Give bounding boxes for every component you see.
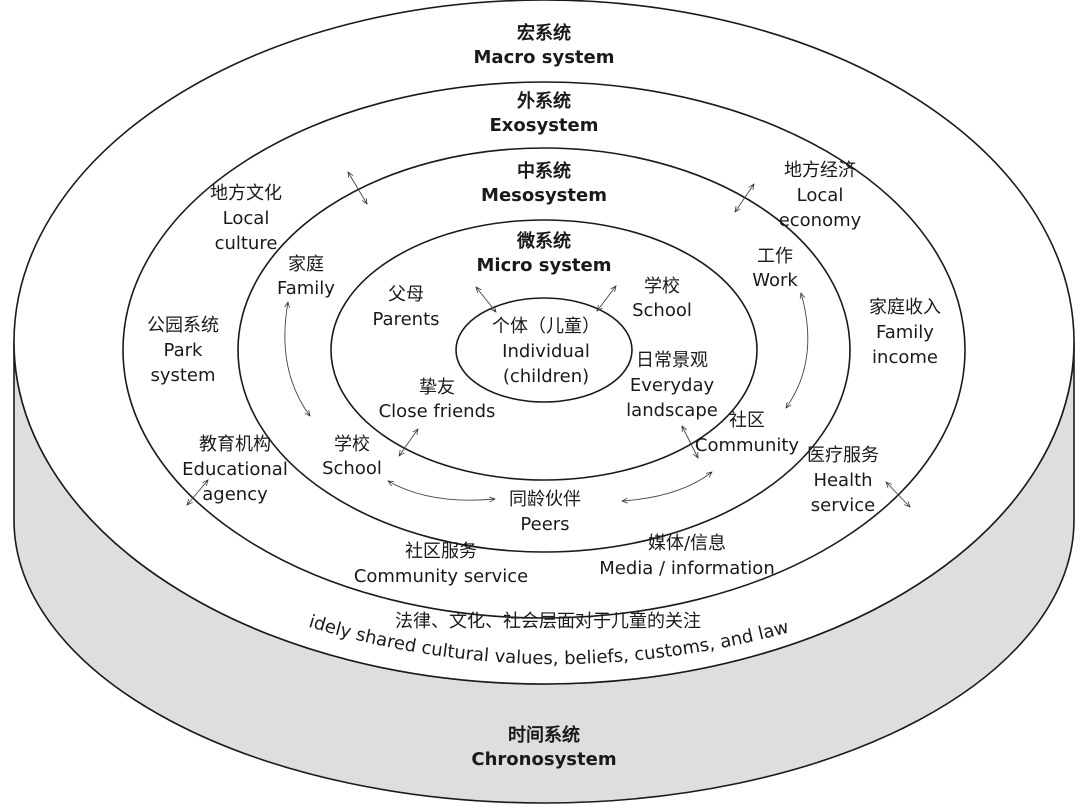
interaction-arrows [187, 172, 910, 507]
individual-label-en: Individual [502, 341, 590, 362]
meso-title-zh: 中系统 [517, 160, 571, 182]
community-label-zh: 社区 [729, 410, 765, 431]
arrow-landscape-community [682, 426, 698, 458]
micro-school-label-zh: 学校 [644, 276, 680, 297]
macro-system-ring [13, 0, 1075, 685]
arrow-economy-meso [735, 184, 754, 212]
community-label-en: Community [695, 435, 800, 456]
community-service-label-en: Community service [354, 566, 528, 587]
local-economy-label-zh: 地方经济 [784, 160, 856, 181]
work-label-en: Work [752, 270, 798, 291]
park-system-label-en: Park [164, 340, 203, 361]
arrow-peers-community [622, 472, 712, 501]
friends-label-en: Close friends [379, 401, 496, 422]
local-economy-label-en-2: economy [779, 210, 862, 231]
exo-title-zh: 外系统 [517, 90, 571, 112]
mesosystem-ring [237, 147, 851, 553]
health-label-en: Health [813, 470, 872, 491]
meso-school-label-en: School [322, 458, 382, 479]
family-income-label-zh: 家庭收入 [869, 297, 941, 318]
peers-label-zh: 同龄伙伴 [509, 489, 581, 510]
arrow-macro-meso-left [348, 172, 367, 204]
work-label-zh: 工作 [757, 246, 793, 267]
exo-title-en: Exosystem [489, 115, 598, 136]
education-label-en-2: agency [202, 484, 268, 505]
individual-ring [455, 297, 633, 403]
family-label-zh: 家庭 [288, 254, 324, 275]
family-income-label-en-2: income [872, 347, 938, 368]
macro-title-zh: 宏系统 [517, 22, 571, 44]
local-economy-label-en: Local [797, 185, 844, 206]
local-culture-label-zh: 地方文化 [210, 183, 282, 204]
landscape-label-en: Everyday [630, 375, 715, 396]
park-system-label-zh: 公园系统 [147, 315, 219, 336]
meso-title-en: Mesosystem [481, 185, 607, 206]
micro-school-label-en: School [632, 300, 692, 321]
landscape-label-zh: 日常景观 [636, 350, 708, 371]
macro-text-zh: 法律、文化、社会层面对于儿童的关注 [395, 611, 701, 632]
health-label-zh: 医疗服务 [807, 445, 879, 466]
education-label-zh: 教育机构 [199, 434, 271, 455]
arrow-education-macro [187, 480, 208, 505]
landscape-label-en-2: landscape [626, 400, 718, 421]
micro-title-zh: 微系统 [516, 230, 571, 252]
chrono-title-zh: 时间系统 [508, 724, 580, 746]
individual-label-zh: 个体（儿童） [492, 316, 600, 337]
park-system-label-en-2: system [150, 365, 215, 386]
community-service-label-zh: 社区服务 [405, 541, 477, 562]
individual-label-en-2: (children) [503, 366, 589, 387]
exosystem-ring [122, 81, 966, 619]
family-label-en: Family [277, 278, 335, 299]
chrono-title-en: Chronosystem [471, 749, 616, 770]
education-label-en: Educational [182, 459, 288, 480]
local-culture-label-en-2: culture [215, 233, 278, 254]
peers-label-en: Peers [520, 514, 569, 535]
arrow-parents-individual [476, 287, 496, 312]
parents-label-en: Parents [373, 309, 440, 330]
family-income-label-en: Family [876, 322, 934, 343]
micro-title-en: Micro system [477, 255, 612, 276]
health-label-en-2: service [811, 495, 875, 516]
arrow-friends-school [399, 429, 418, 456]
arrow-school-individual [597, 286, 616, 311]
friends-label-zh: 挚友 [419, 377, 455, 398]
arrow-family-school [285, 302, 310, 416]
micro-system-ring [330, 219, 758, 481]
arrow-work-community [786, 293, 809, 408]
arrow-health-macro [886, 482, 910, 507]
local-culture-label-en: Local [223, 208, 270, 229]
meso-school-label-zh: 学校 [334, 434, 370, 455]
media-label-en: Media / information [599, 558, 774, 579]
media-label-zh: 媒体/信息 [648, 533, 726, 554]
macro-title-en: Macro system [474, 47, 615, 68]
parents-label-zh: 父母 [388, 284, 424, 305]
arrow-school-peers [388, 481, 495, 500]
